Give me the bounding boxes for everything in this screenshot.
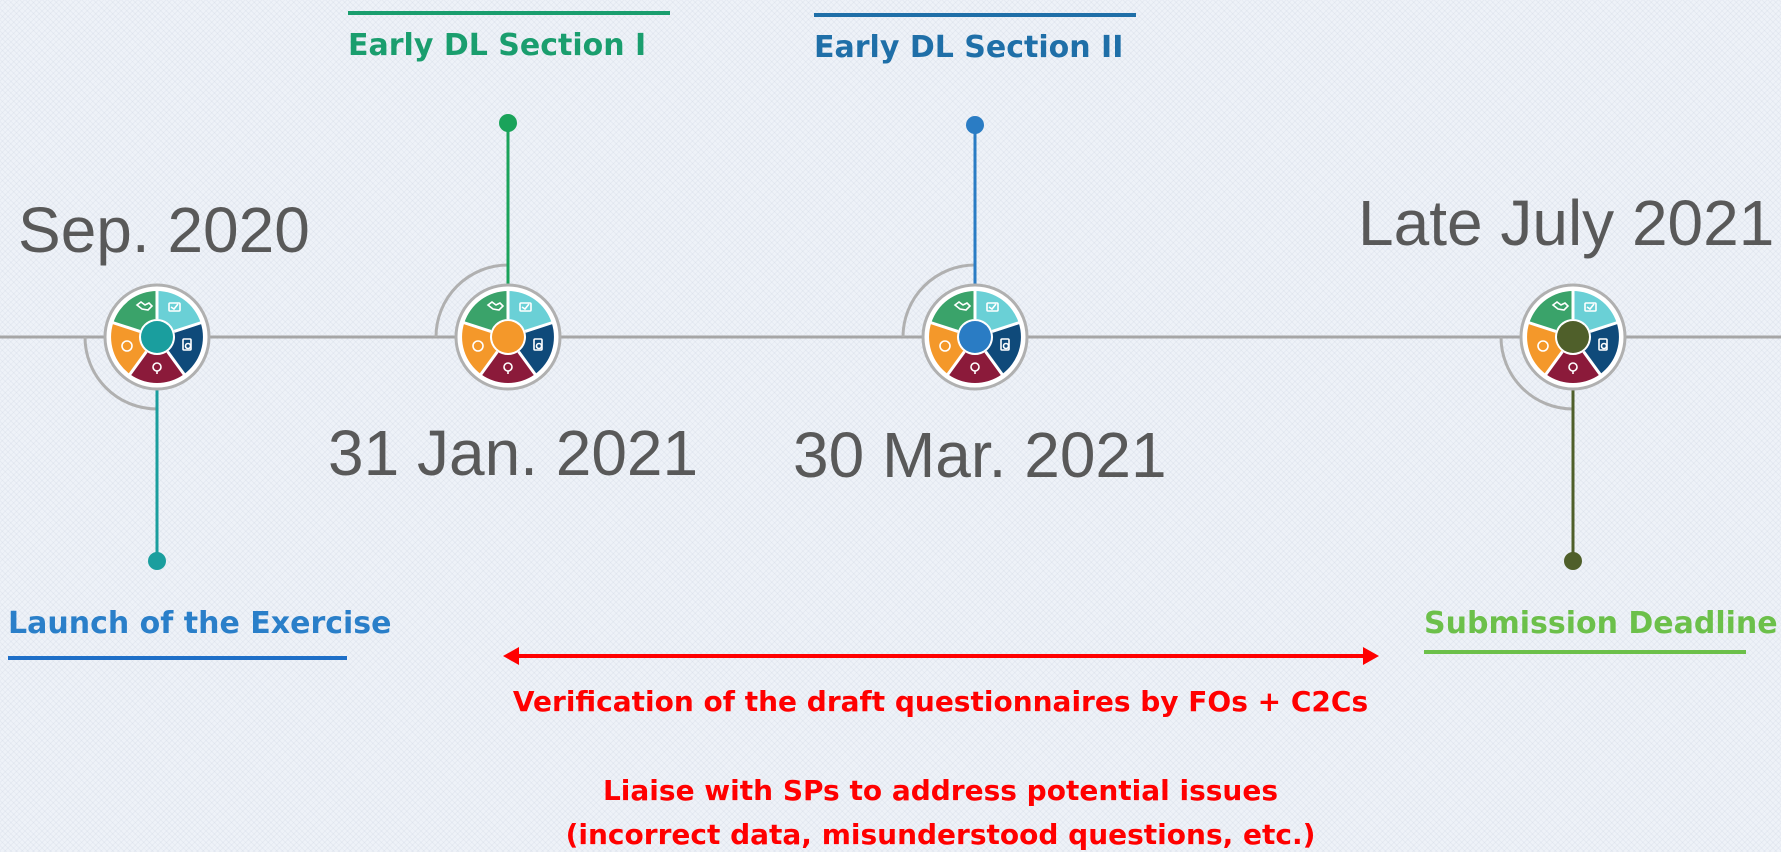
milestone-hub-center — [492, 321, 524, 353]
milestone-end-dot — [148, 552, 166, 570]
milestone-arc — [901, 263, 976, 338]
label-bar-launch — [8, 656, 347, 660]
milestone-date-31-jan-2021: 31 Jan. 2021 — [328, 417, 699, 489]
milestone-date-sep-2020: Sep. 2020 — [18, 194, 310, 266]
milestone-hub-center — [1557, 321, 1589, 353]
liaise-note-line-2: (incorrect data, misunderstood questions… — [565, 818, 1316, 851]
milestone-hub-center — [141, 321, 173, 353]
milestone-label-early-dl-section-1: Early DL Section I — [348, 28, 647, 63]
milestone-end-dot — [1564, 552, 1582, 570]
milestone-label-submission-deadline: Submission Deadline — [1424, 606, 1778, 641]
milestone-label-early-dl-section-2: Early DL Section II — [814, 30, 1124, 65]
verification-note: Verification of the draft questionnaires… — [512, 685, 1369, 718]
label-bar-early-dl-section-1 — [348, 11, 670, 15]
milestone-launch — [83, 283, 211, 570]
milestone-end-dot — [966, 116, 984, 134]
label-bar-submission-deadline — [1424, 650, 1746, 654]
liaise-note-line-1: Liaise with SPs to address potential iss… — [602, 774, 1279, 807]
milestone-submission-deadline — [1499, 283, 1627, 570]
arrow-head-right — [1363, 647, 1379, 665]
milestone-early-dl-section-2 — [901, 116, 1029, 391]
milestone-hub-center — [959, 321, 991, 353]
milestone-label-launch: Launch of the Exercise — [8, 606, 392, 641]
label-bar-early-dl-section-2 — [814, 13, 1136, 17]
milestone-arc — [1499, 336, 1574, 411]
milestone-arc — [434, 263, 509, 338]
milestone-early-dl-section-1 — [434, 114, 562, 391]
verification-period-arrow — [503, 647, 1379, 665]
milestone-arc — [83, 336, 158, 411]
milestone-date-late-july-2021: Late July 2021 — [1358, 187, 1775, 259]
milestone-date-30-mar-2021: 30 Mar. 2021 — [793, 419, 1167, 491]
arrow-head-left — [503, 647, 519, 665]
milestone-end-dot — [499, 114, 517, 132]
